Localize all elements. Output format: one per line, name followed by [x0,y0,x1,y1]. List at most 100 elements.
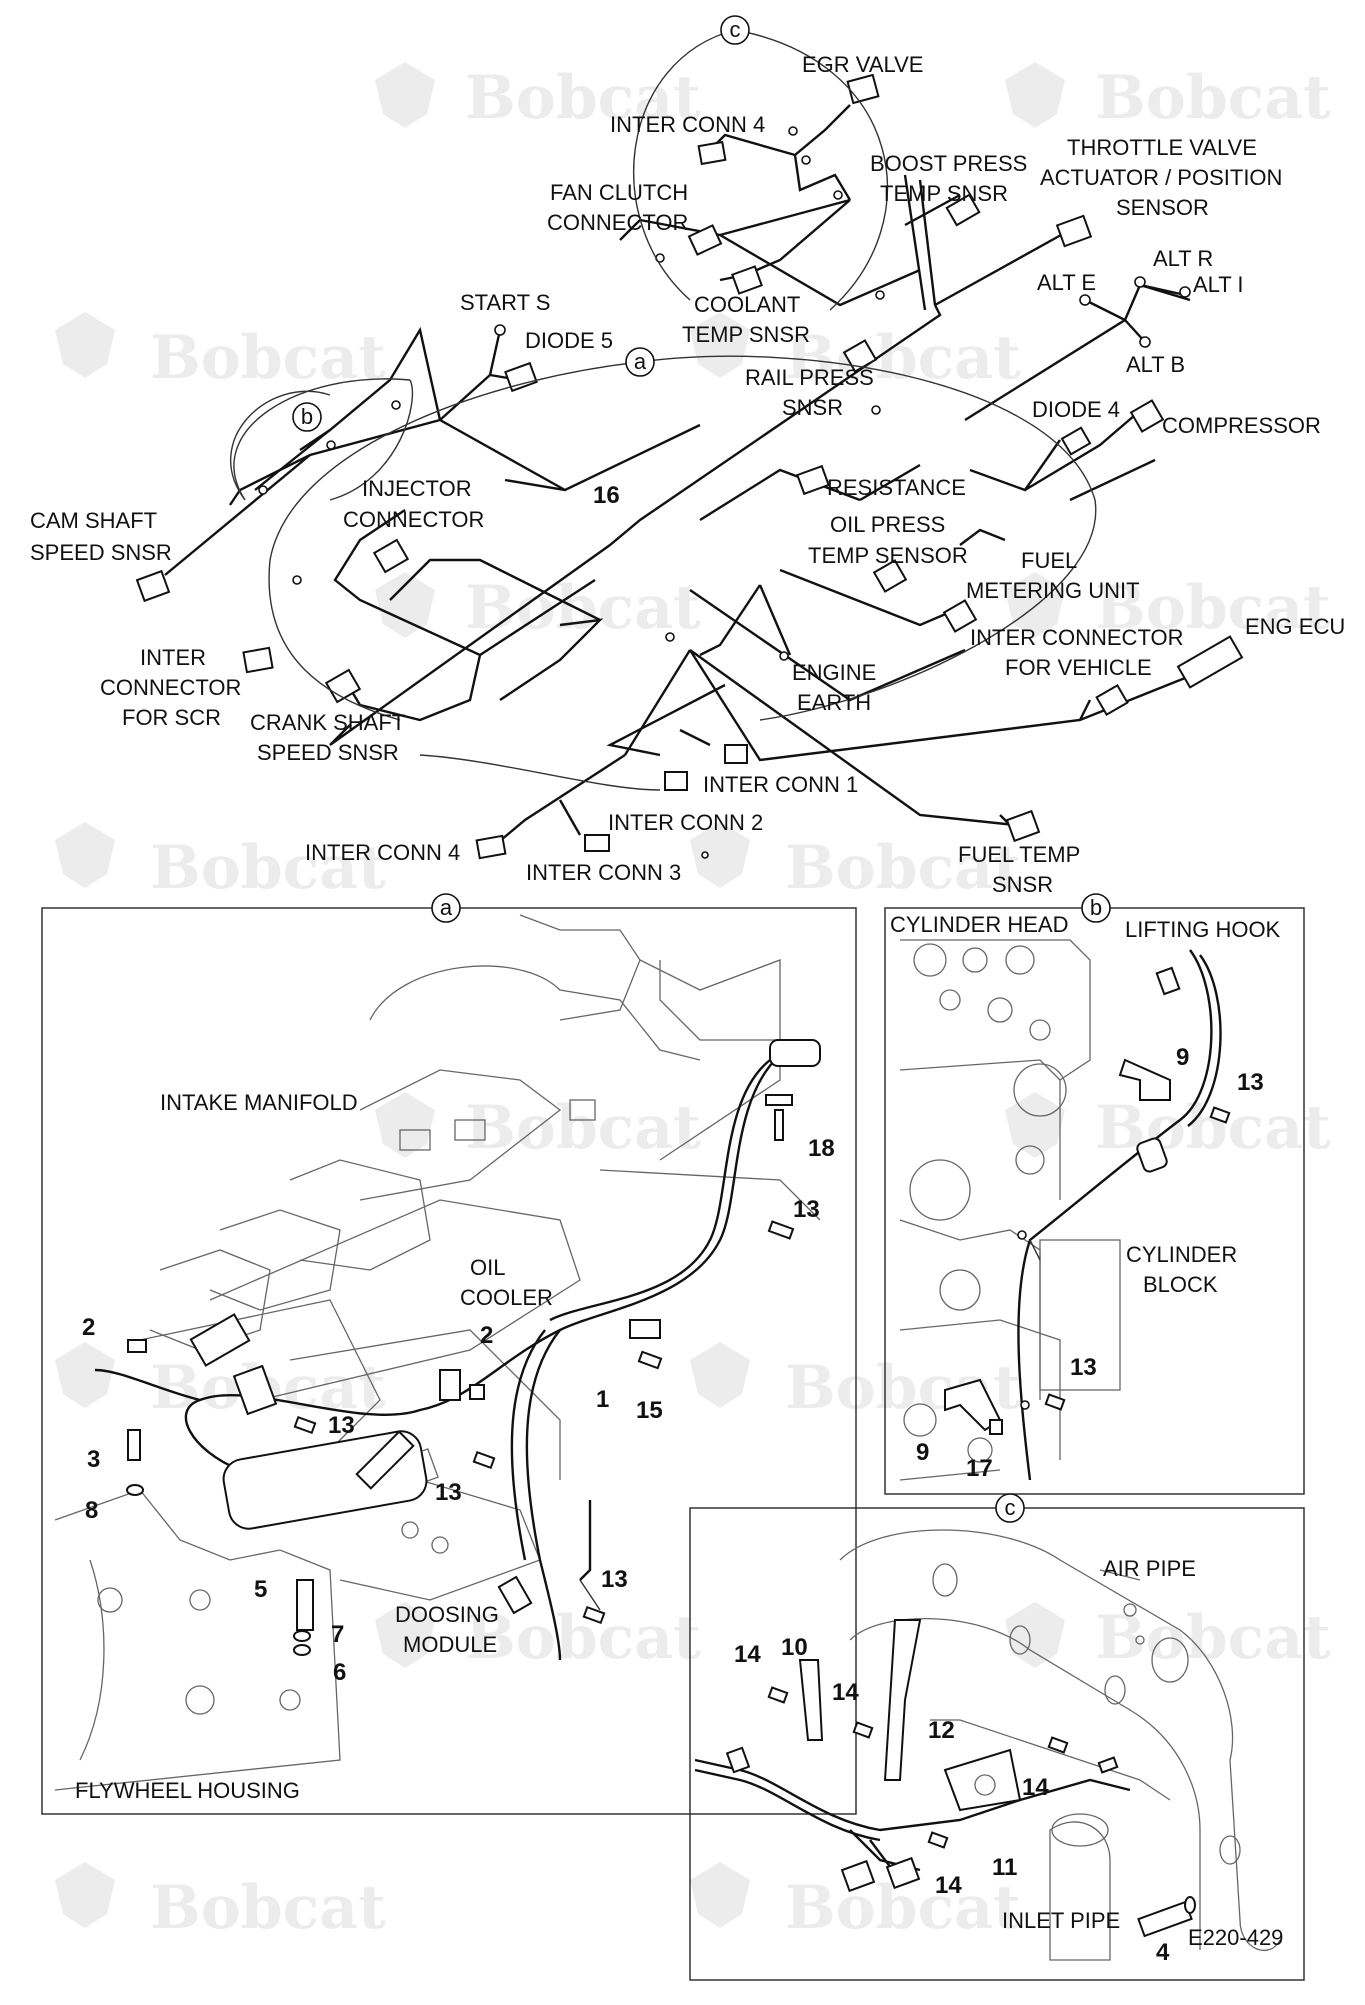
bobcat-watermark: Bobcat [55,1862,386,1943]
svg-text:Bobcat: Bobcat [150,323,386,393]
part-number-14: 14 [1022,1774,1049,1801]
bobcat-watermark: Bobcat [690,822,1021,903]
label-inter-conn-2: INTER CONN 2 [608,810,763,835]
bobcat-watermark: Bobcat [375,572,701,643]
label-crank-shaft-2: SPEED SNSR [257,740,399,765]
label-injector-connector: INJECTOR [362,476,472,501]
bobcat-watermark: Bobcat [1005,62,1331,133]
label-drawing-code: E220-429 [1188,1925,1283,1950]
svg-text:Bobcat: Bobcat [785,323,1021,393]
label-alt-e: ALT E [1037,270,1096,295]
label-injector-connector-2: CONNECTOR [343,507,484,532]
svg-text:b: b [301,404,313,429]
label-inter-conn-4-top: INTER CONN 4 [610,112,765,137]
label-inter-conn-1: INTER CONN 1 [703,772,858,797]
svg-text:Bobcat: Bobcat [785,833,1021,903]
label-fan-clutch-2: CONNECTOR [547,210,688,235]
label-inlet-pipe: INLET PIPE [1002,1908,1120,1933]
detail-b: b CYLINDER HEAD LIFTING HOOK C [884,893,1305,1495]
label-cylinder-head: CYLINDER HEAD [890,912,1068,937]
label-cam-shaft: CAM SHAFT [30,508,157,533]
label-intake-manifold: INTAKE MANIFOLD [160,1090,358,1115]
label-coolant-temp: COOLANT [694,292,800,317]
part-number-14: 14 [734,1641,761,1668]
svg-text:Bobcat: Bobcat [1095,573,1331,643]
part-number-15: 15 [636,1397,663,1424]
svg-text:Bobcat: Bobcat [150,1873,386,1943]
label-fuel-metering: FUEL [1021,548,1077,573]
part-number-9: 9 [1176,1044,1189,1071]
part-number-8: 8 [85,1497,98,1524]
label-flywheel-housing: FLYWHEEL HOUSING [75,1778,300,1803]
label-crank-shaft: CRANK SHAFT [250,710,405,735]
label-fuel-temp: FUEL TEMP [958,842,1080,867]
label-rail-press: RAIL PRESS [745,365,874,390]
part-number-5: 5 [254,1576,267,1603]
label-alt-i: ALT I [1193,272,1244,297]
label-boost-press-2: TEMP SNSR [880,181,1008,206]
label-inter-conn-4-bottom: INTER CONN 4 [305,840,460,865]
callout-b: b [292,402,322,432]
label-doosing-module-2: MODULE [403,1632,497,1657]
label-oil-press-2: TEMP SENSOR [808,543,968,568]
bobcat-watermark: Bobcat [1005,1092,1331,1163]
label-inter-scr-2: CONNECTOR [100,675,241,700]
label-throttle-valve-3: SENSOR [1116,195,1209,220]
label-oil-cooler-2: COOLER [460,1285,553,1310]
svg-text:Bobcat: Bobcat [465,1603,701,1673]
label-inter-vehicle-2: FOR VEHICLE [1005,655,1152,680]
bobcat-watermark: Bobcat [1005,572,1331,643]
svg-text:Bobcat: Bobcat [1095,1603,1331,1673]
label-compressor: COMPRESSOR [1162,413,1321,438]
detail-c: c AIR PIPE INL [689,1493,1305,1981]
label-air-pipe: AIR PIPE [1103,1556,1196,1581]
part-number-17: 17 [966,1455,993,1482]
bobcat-watermark: Bobcat [375,62,701,133]
label-throttle-valve: THROTTLE VALVE [1067,135,1257,160]
label-engine-earth: ENGINE [792,660,876,685]
part-number-3: 3 [87,1446,100,1473]
label-resistance: RESISTANCE [827,475,966,500]
part-number-4: 4 [1156,1939,1170,1966]
part-number-14: 14 [832,1679,859,1706]
part-number-18: 18 [808,1135,835,1162]
svg-text:Bobcat: Bobcat [1095,1093,1331,1163]
bobcat-watermark: Bobcat [55,312,386,393]
label-coolant-temp-2: TEMP SNSR [682,322,810,347]
svg-text:Bobcat: Bobcat [465,63,701,133]
label-diode-4: DIODE 4 [1032,397,1120,422]
part-number-12: 12 [928,1717,955,1744]
label-inter-conn-3: INTER CONN 3 [526,860,681,885]
part-number-2: 2 [82,1314,95,1341]
part-number-13: 13 [328,1412,355,1439]
callout-c: c [720,15,750,45]
label-doosing-module: DOOSING [395,1602,499,1627]
svg-text:c: c [1005,1495,1016,1520]
part-number-2: 2 [480,1322,493,1349]
label-engine-earth-2: EARTH [797,690,871,715]
label-fan-clutch: FAN CLUTCH [550,180,688,205]
bobcat-watermark: Bobcat [55,822,386,903]
label-lifting-hook: LIFTING HOOK [1125,917,1281,942]
svg-text:Bobcat: Bobcat [1095,63,1331,133]
label-diode-5: DIODE 5 [525,328,613,353]
svg-text:Bobcat: Bobcat [465,1093,701,1163]
label-egr-valve: EGR VALVE [802,52,923,77]
label-eng-ecu: ENG ECU [1245,614,1345,639]
part-number-13: 13 [435,1479,462,1506]
label-cylinder-block: CYLINDER [1126,1242,1237,1267]
label-harness-16: 16 [593,482,620,509]
label-inter-scr-3: FOR SCR [122,705,221,730]
label-inter-vehicle: INTER CONNECTOR [970,625,1184,650]
label-boost-press: BOOST PRESS [870,151,1027,176]
part-number-7: 7 [331,1621,344,1648]
part-number-13: 13 [601,1566,628,1593]
label-inter-scr: INTER [140,645,206,670]
part-number-13: 13 [1237,1069,1264,1096]
harness-labels: EGR VALVE INTER CONN 4 BOOST PRESS TEMP … [30,52,1345,897]
bobcat-watermark: Bobcat [375,1602,701,1673]
label-oil-cooler: OIL [470,1255,505,1280]
label-rail-press-2: SNSR [782,395,843,420]
